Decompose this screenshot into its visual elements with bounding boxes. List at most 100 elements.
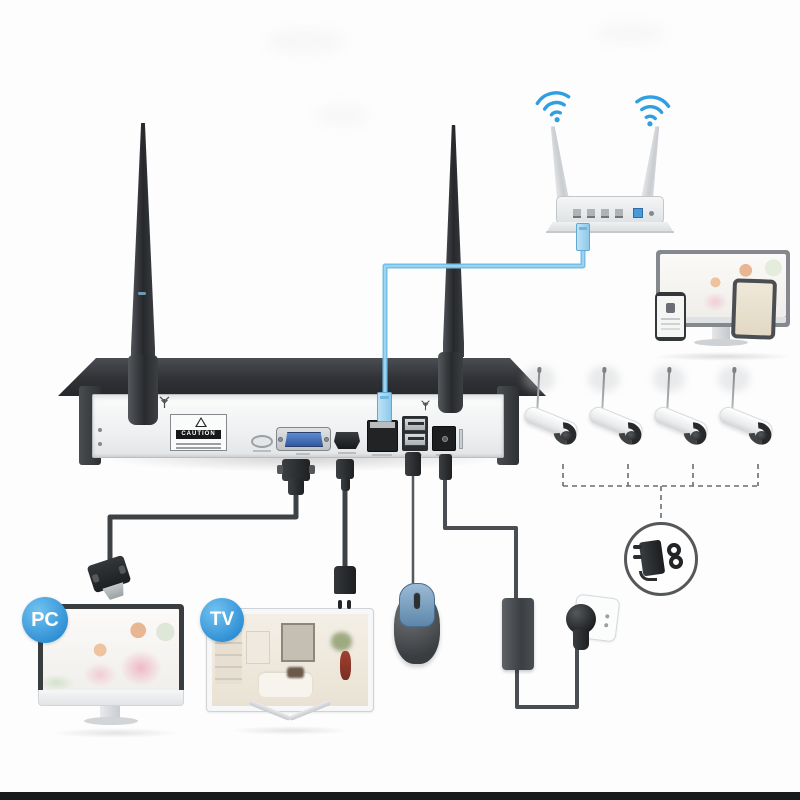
- warning-triangle-icon: [195, 417, 207, 427]
- tablet-screen: [735, 282, 773, 336]
- vga-plug-pc: [86, 554, 132, 593]
- hdmi-connector-tip: [341, 477, 350, 491]
- vga-cable: [107, 494, 299, 565]
- plug-prong: [347, 600, 351, 609]
- camera-dashed-links: [562, 464, 759, 522]
- caution-text: CAUTION: [176, 430, 221, 439]
- vga-plug-screw: [91, 573, 100, 584]
- hdmi-port: [334, 432, 360, 449]
- tv-screen-decor: [286, 667, 305, 679]
- lan-port-contacts: [370, 422, 395, 428]
- vga-screw: [324, 437, 329, 442]
- router-body: [556, 196, 664, 224]
- vga-connector-wing: [309, 465, 315, 474]
- tablet: [730, 278, 778, 340]
- nvr-antenna-base-right: [438, 352, 463, 413]
- wifi-signal-icon: [635, 95, 671, 127]
- camera-1: [521, 366, 593, 464]
- usb-slot: [404, 418, 426, 431]
- client-monitor-neck: [712, 327, 730, 340]
- hdmi-connector-nvr: [336, 459, 354, 479]
- tv-screen-rack: [246, 630, 270, 664]
- ground-mark-icon: [98, 442, 102, 446]
- adapter-cable-tail: [639, 571, 657, 581]
- lan-port: [367, 420, 398, 452]
- camera-power-adapter-badge: [624, 522, 698, 596]
- rj45-connector-router: [576, 223, 590, 251]
- vent-slot: [459, 429, 463, 449]
- vga-plug-screw: [118, 564, 127, 575]
- tv-screen-sofa: [258, 672, 312, 697]
- tv-screen-vase: [339, 650, 351, 681]
- antenna-print-icon: [159, 396, 170, 408]
- vga-plug-nose: [102, 582, 127, 601]
- router-base: [546, 222, 674, 233]
- usb-ports: [402, 416, 428, 451]
- vga-port: [276, 427, 331, 451]
- vga-port-inner: [285, 432, 323, 447]
- camera-4: [716, 366, 788, 464]
- tv-badge: TV: [200, 598, 244, 642]
- port-label: [296, 453, 310, 455]
- power-cable-upper: [443, 478, 518, 600]
- background-blur: [315, 105, 370, 125]
- hdmi-plug-tv: [334, 566, 356, 609]
- pc-shadow: [50, 728, 180, 738]
- smartphone-screen: [657, 296, 684, 337]
- usb-connector-mouse: [405, 452, 421, 476]
- port-label: [372, 454, 392, 456]
- adapter-prong: [633, 545, 642, 549]
- port-label: [253, 450, 271, 452]
- background-blur: [265, 28, 345, 54]
- camera-lens: [626, 431, 637, 440]
- pc-monitor-neck: [100, 706, 120, 718]
- router-antenna-right: [639, 125, 665, 202]
- router-wan-port: [633, 208, 643, 218]
- router-base-edge: [546, 231, 674, 233]
- camera-lens: [561, 431, 572, 440]
- nvr-antenna-left: [131, 123, 155, 363]
- router-port: [573, 209, 581, 218]
- smartphone: [655, 292, 686, 341]
- tv-screen-plant: [330, 632, 353, 651]
- nvr-antenna-right: [443, 125, 464, 357]
- antenna-print-icon: [421, 400, 430, 411]
- wifi-signal-icon: [535, 91, 571, 123]
- pc-monitor-chin: [38, 690, 184, 706]
- client-monitor-base: [694, 339, 748, 346]
- power-plug-body: [573, 629, 589, 650]
- rj45-connector-nvr: [377, 392, 392, 422]
- router-led: [649, 211, 654, 216]
- mouse-scroll-wheel: [413, 592, 421, 610]
- adapter-prong: [633, 555, 642, 559]
- camera-2: [586, 366, 658, 464]
- caution-fine-print: [176, 443, 221, 445]
- caution-label: CAUTION: [170, 414, 227, 451]
- image-bottom-border: [0, 792, 800, 800]
- dc-power-pin: [442, 436, 448, 442]
- caution-fine-print: [176, 447, 221, 449]
- ground-mark-icon: [98, 428, 102, 432]
- camera-lens: [756, 431, 767, 440]
- devices-shadow: [652, 352, 794, 361]
- background-blur: [595, 22, 665, 44]
- usb-slot: [404, 433, 426, 446]
- adapter-coil: [669, 555, 683, 569]
- audio-out-port: [251, 435, 273, 448]
- router-antenna-left: [545, 125, 571, 202]
- antenna-glint: [138, 292, 146, 295]
- camera-3: [651, 366, 723, 464]
- tv-shadow: [230, 726, 350, 735]
- router-port: [615, 209, 623, 218]
- power-connector-nvr: [439, 454, 452, 480]
- dc-power-port: [432, 426, 456, 451]
- vga-connector-body: [288, 479, 304, 495]
- vga-connector-wing: [277, 465, 283, 474]
- vga-screw: [278, 437, 283, 442]
- client-monitor-chin: [660, 317, 786, 323]
- port-label: [338, 452, 356, 454]
- camera-lens: [691, 431, 702, 440]
- router-port: [587, 209, 595, 218]
- tv: [206, 608, 374, 712]
